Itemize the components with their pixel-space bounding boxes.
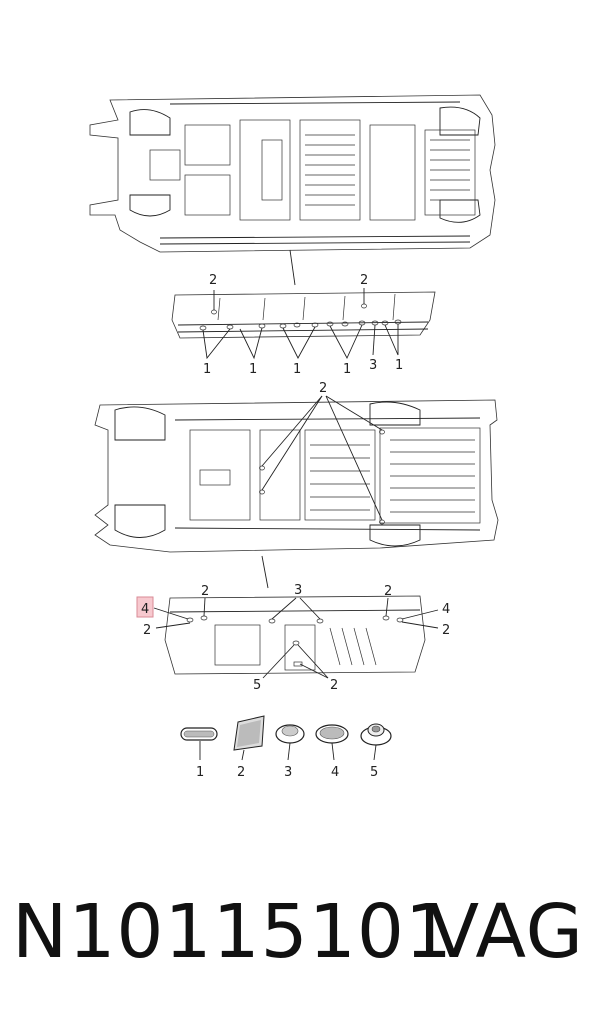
callout-label: 2 [201, 584, 209, 599]
parts-legend: 1 2 3 4 5 [180, 715, 392, 780]
underbody-view-bottom: 2 [94, 381, 499, 589]
callout-label: 2 [209, 273, 217, 288]
legend-label: 5 [370, 765, 378, 780]
callout-label: 1 [293, 362, 301, 377]
callout-label: 4 [141, 602, 149, 617]
part-2-adhesive-pad-icon: 2 [233, 715, 265, 780]
callout-label: 2 [384, 584, 392, 599]
callout-label: 1 [203, 362, 211, 377]
callout-label: 1 [249, 362, 257, 377]
legend-label: 3 [284, 765, 292, 780]
part-number: N10115101 [12, 889, 454, 975]
callout-label: 2 [442, 623, 450, 638]
underbody-view-top [89, 94, 496, 286]
floor-detail-bottom: 4 2 2 3 2 4 2 5 2 [136, 583, 450, 693]
part-4-round-plug-icon: 4 [315, 724, 349, 780]
floor-ribs-detail [329, 627, 377, 666]
callout-label: 2 [330, 678, 338, 693]
part-5-grommet-icon: 5 [360, 723, 392, 780]
parts-diagram: 2 2 1 1 1 1 3 1 [89, 94, 499, 780]
legend-label: 1 [196, 765, 204, 780]
callout-label: 3 [369, 358, 377, 373]
legend-label: 2 [237, 765, 245, 780]
callout-label: 5 [253, 678, 261, 693]
callout-label: 1 [343, 362, 351, 377]
legend-label: 4 [331, 765, 339, 780]
callout-label: 4 [442, 602, 450, 617]
floor-ribs-bottom [310, 439, 475, 513]
callout-label: 2 [360, 273, 368, 288]
part-1-oval-plug-icon: 1 [180, 727, 218, 780]
callout-label: 2 [143, 623, 151, 638]
callout-label: 3 [294, 583, 302, 598]
callout-label: 2 [319, 381, 327, 396]
brand-label: VAG [428, 889, 584, 975]
sill-detail-top: 2 2 1 1 1 1 3 1 [171, 273, 436, 377]
floor-ribs-top [305, 134, 470, 206]
callout-label: 1 [395, 358, 403, 373]
part-3-round-cap-icon: 3 [275, 724, 305, 780]
highlight-box [136, 596, 154, 618]
